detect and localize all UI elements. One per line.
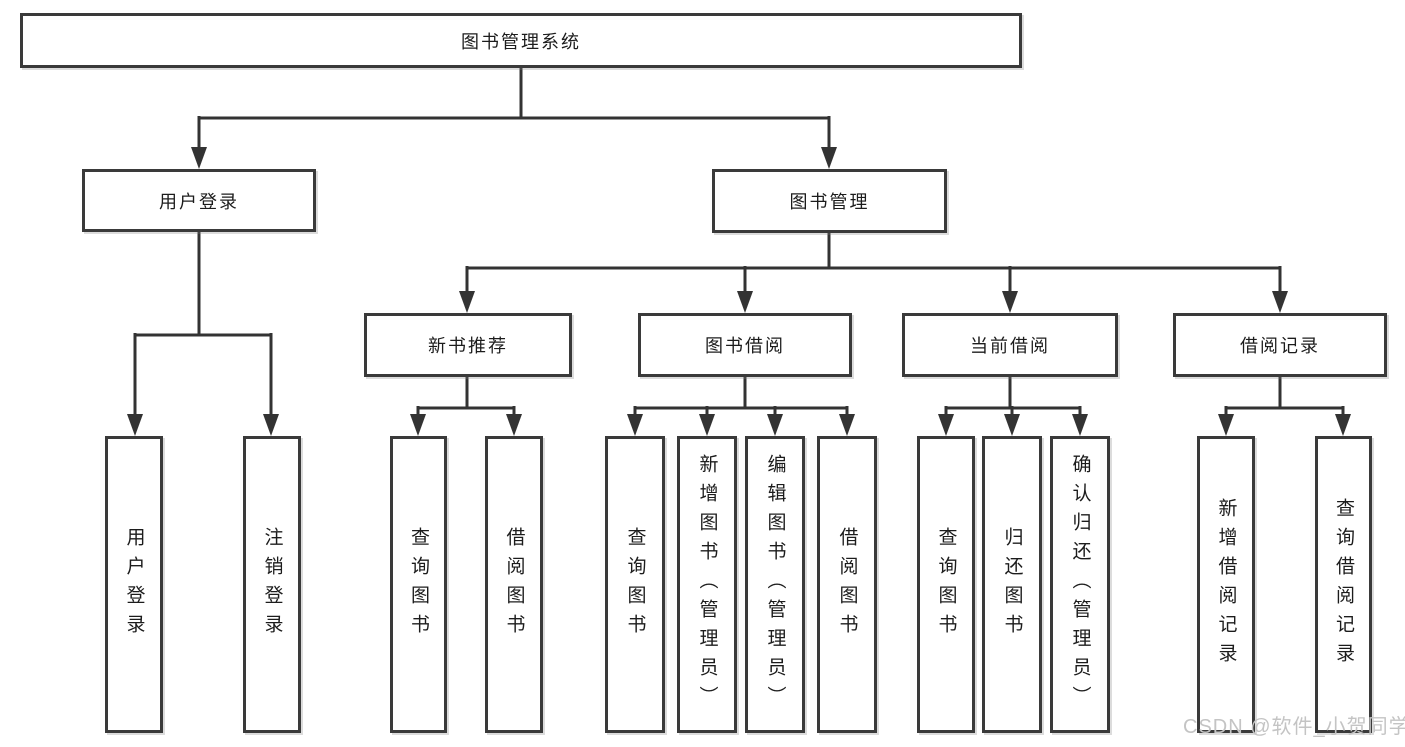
leaf-add-books-admin: 新增图书（管理员） xyxy=(677,436,737,733)
node-borrowing-records: 借阅记录 xyxy=(1173,313,1387,377)
leaf-logout: 注销登录 xyxy=(243,436,301,733)
leaf-query-borrow-record: 查询借阅记录 xyxy=(1315,436,1372,733)
leaf-query-books-recommend-label: 查询图书 xyxy=(408,526,429,643)
node-user-login-label: 用户登录 xyxy=(159,191,239,212)
leaf-return-books: 归还图书 xyxy=(982,436,1042,733)
leaf-query-books-current: 查询图书 xyxy=(917,436,975,733)
leaf-borrow-books-recommend-label: 借阅图书 xyxy=(503,526,525,643)
node-user-login: 用户登录 xyxy=(82,169,316,232)
leaf-user-login: 用户登录 xyxy=(105,436,163,733)
leaf-return-books-label: 归还图书 xyxy=(1001,526,1023,643)
node-new-book-recommend: 新书推荐 xyxy=(364,313,572,377)
node-root-label: 图书管理系统 xyxy=(461,31,581,52)
leaf-query-books-borrowing-label: 查询图书 xyxy=(624,526,646,643)
leaf-confirm-return-admin: 确认归还（管理员） xyxy=(1050,436,1110,733)
leaf-query-borrow-record-label: 查询借阅记录 xyxy=(1333,497,1354,672)
node-new-book-recommend-label: 新书推荐 xyxy=(428,336,508,356)
leaf-query-books-recommend: 查询图书 xyxy=(390,436,447,733)
arrowheads xyxy=(127,147,1351,436)
leaf-borrow-books-recommend: 借阅图书 xyxy=(485,436,543,733)
node-book-management: 图书管理 xyxy=(712,169,947,233)
node-book-management-label: 图书管理 xyxy=(789,192,870,212)
leaf-add-borrow-record-label: 新增借阅记录 xyxy=(1215,497,1237,672)
leaf-add-borrow-record: 新增借阅记录 xyxy=(1197,436,1255,733)
leaf-logout-label: 注销登录 xyxy=(261,526,283,643)
leaf-borrow-books-borrowing-label: 借阅图书 xyxy=(836,526,858,643)
leaf-user-login-label: 用户登录 xyxy=(123,526,145,643)
node-current-borrowing-label: 当前借阅 xyxy=(970,336,1050,356)
node-current-borrowing: 当前借阅 xyxy=(902,313,1118,377)
leaf-add-books-admin-label: 新增图书（管理员） xyxy=(696,454,718,715)
node-book-borrowing-label: 图书借阅 xyxy=(705,336,785,356)
leaf-confirm-return-admin-label: 确认归还（管理员） xyxy=(1069,454,1091,715)
leaf-query-books-current-label: 查询图书 xyxy=(935,526,957,643)
node-borrowing-records-label: 借阅记录 xyxy=(1240,336,1320,356)
node-book-borrowing: 图书借阅 xyxy=(638,313,852,377)
leaf-borrow-books-borrowing: 借阅图书 xyxy=(817,436,877,733)
node-root-system: 图书管理系统 xyxy=(20,13,1022,68)
leaf-edit-books-admin-label: 编辑图书（管理员） xyxy=(764,454,786,715)
leaf-query-books-borrowing: 查询图书 xyxy=(605,436,665,733)
leaf-edit-books-admin: 编辑图书（管理员） xyxy=(745,436,805,733)
csdn-watermark: CSDN @软件_小贺同学 xyxy=(1183,716,1405,738)
